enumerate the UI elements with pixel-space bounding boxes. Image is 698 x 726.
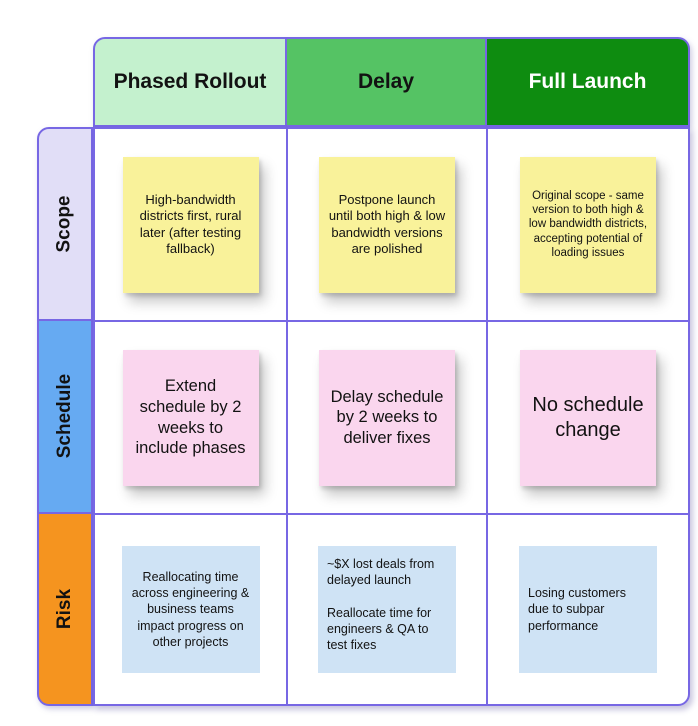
cell-schedule-delay: Delay schedule by 2 weeks to deliver fix… xyxy=(288,322,488,515)
card-risk-full-launch[interactable]: Losing customers due to subpar performan… xyxy=(519,546,657,673)
cell-scope-delay: Postpone launch until both high & low ba… xyxy=(288,129,488,322)
sticky-note-scope-phased-rollout[interactable]: High-bandwidth districts first, rural la… xyxy=(122,156,259,293)
cell-schedule-full-launch: No schedule change xyxy=(488,322,688,515)
column-header-phased-rollout[interactable]: Phased Rollout xyxy=(93,37,287,127)
cell-scope-phased-rollout: High-bandwidth districts first, rural la… xyxy=(95,129,288,322)
column-header-full-launch[interactable]: Full Launch xyxy=(487,37,690,127)
cell-risk-delay: ~$X lost deals from delayed launch Reall… xyxy=(288,515,488,704)
row-header-label: Scope xyxy=(54,195,75,253)
card-text: Reallocating time across engineering & b… xyxy=(131,569,250,649)
sticky-note-scope-full-launch[interactable]: Original scope - same version to both hi… xyxy=(520,156,656,293)
cell-scope-full-launch: Original scope - same version to both hi… xyxy=(488,129,688,322)
cell-schedule-phased-rollout: Extend schedule by 2 weeks to include ph… xyxy=(95,322,288,515)
sticky-note-text: Delay schedule by 2 weeks to deliver fix… xyxy=(330,387,444,447)
row-header-label: Schedule xyxy=(54,374,76,459)
card-text: ~$X lost deals from delayed launch Reall… xyxy=(327,557,435,653)
row-headers: Scope Schedule Risk xyxy=(37,127,93,706)
row-header-label: Risk xyxy=(53,588,75,629)
sticky-note-schedule-full-launch[interactable]: No schedule change xyxy=(520,349,656,486)
row-header-risk[interactable]: Risk xyxy=(37,513,93,706)
row-header-scope[interactable]: Scope xyxy=(37,127,93,322)
sticky-note-text: Extend schedule by 2 weeks to include ph… xyxy=(135,377,246,458)
sticky-note-scope-delay[interactable]: Postpone launch until both high & low ba… xyxy=(319,156,455,293)
cell-risk-phased-rollout: Reallocating time across engineering & b… xyxy=(95,515,288,704)
matrix-grid: High-bandwidth districts first, rural la… xyxy=(93,127,690,706)
card-risk-phased-rollout[interactable]: Reallocating time across engineering & b… xyxy=(121,546,260,673)
column-header-label: Full Launch xyxy=(528,69,647,93)
sticky-note-schedule-phased-rollout[interactable]: Extend schedule by 2 weeks to include ph… xyxy=(122,349,259,486)
cell-risk-full-launch: Losing customers due to subpar performan… xyxy=(488,515,688,704)
card-risk-delay[interactable]: ~$X lost deals from delayed launch Reall… xyxy=(318,546,456,673)
sticky-note-text: Postpone launch until both high & low ba… xyxy=(328,192,446,256)
column-header-label: Phased Rollout xyxy=(113,69,267,93)
sticky-note-text: High-bandwidth districts first, rural la… xyxy=(139,192,242,256)
row-header-schedule[interactable]: Schedule xyxy=(37,321,93,514)
sticky-note-text: No schedule change xyxy=(532,393,644,441)
sticky-note-schedule-delay[interactable]: Delay schedule by 2 weeks to deliver fix… xyxy=(319,349,455,486)
column-header-label: Delay xyxy=(357,69,415,93)
card-text: Losing customers due to subpar performan… xyxy=(528,586,626,633)
sticky-note-text: Original scope - same version to both hi… xyxy=(528,189,648,260)
column-headers: Phased Rollout Delay Full Launch xyxy=(93,37,690,127)
column-header-delay[interactable]: Delay xyxy=(287,37,487,127)
